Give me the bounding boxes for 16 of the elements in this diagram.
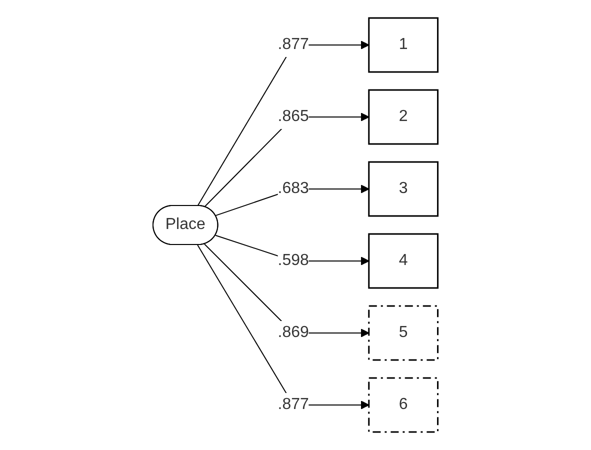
node-box: 4 xyxy=(368,233,439,289)
node-box: 2 xyxy=(368,89,439,145)
edge-label: .683 xyxy=(278,180,309,197)
edge-label: .877 xyxy=(278,36,309,54)
edge-label: .869 xyxy=(278,324,309,341)
node-box: 1 xyxy=(368,17,439,73)
node-box: 6 xyxy=(368,377,439,433)
edge-label: .877 xyxy=(278,396,309,413)
arrow xyxy=(197,40,370,206)
arrow xyxy=(204,244,370,338)
node-box: 3 xyxy=(368,161,439,217)
node-box: 5 xyxy=(368,305,439,361)
edge-label: .865 xyxy=(278,108,309,126)
arrow xyxy=(204,112,370,208)
edge-label: .598 xyxy=(278,252,309,269)
arrow xyxy=(197,244,370,410)
